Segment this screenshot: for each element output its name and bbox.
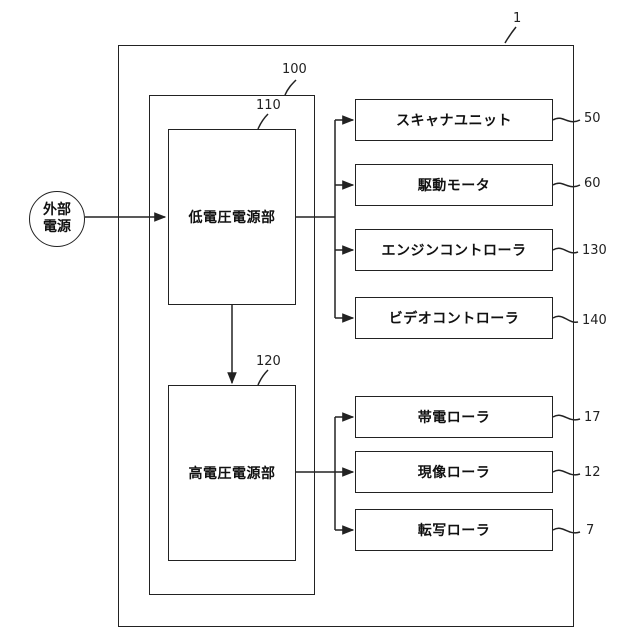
high-voltage-label: 高電圧電源部	[168, 385, 296, 561]
develop-roller-ref: 12	[584, 465, 601, 480]
develop-roller-label: 現像ローラ	[355, 451, 553, 493]
video-controller-ref: 140	[582, 313, 607, 328]
drive-motor-label: 駆動モータ	[355, 164, 553, 206]
charge-roller-ref: 17	[584, 410, 601, 425]
engine-controller-label: エンジンコントローラ	[355, 229, 553, 271]
low-voltage-label: 低電圧電源部	[168, 129, 296, 305]
external-power-line2: 電源	[43, 219, 71, 236]
video-controller-label: ビデオコントローラ	[355, 297, 553, 339]
charge-roller-label: 帯電ローラ	[355, 396, 553, 438]
transfer-roller-label: 転写ローラ	[355, 509, 553, 551]
drive-motor-ref: 60	[584, 176, 601, 191]
high-voltage-ref: 120	[256, 354, 281, 369]
power-unit-ref: 100	[282, 62, 307, 77]
figure-ref-label: 1	[513, 11, 521, 26]
engine-controller-ref: 130	[582, 243, 607, 258]
transfer-roller-ref: 7	[586, 523, 594, 538]
external-power-line1: 外部	[43, 202, 71, 219]
scanner-unit-ref: 50	[584, 111, 601, 126]
scanner-unit-label: スキャナユニット	[355, 99, 553, 141]
low-voltage-ref: 110	[256, 98, 281, 113]
leader-1	[505, 27, 516, 43]
external-power-circle: 外部 電源	[29, 191, 85, 247]
